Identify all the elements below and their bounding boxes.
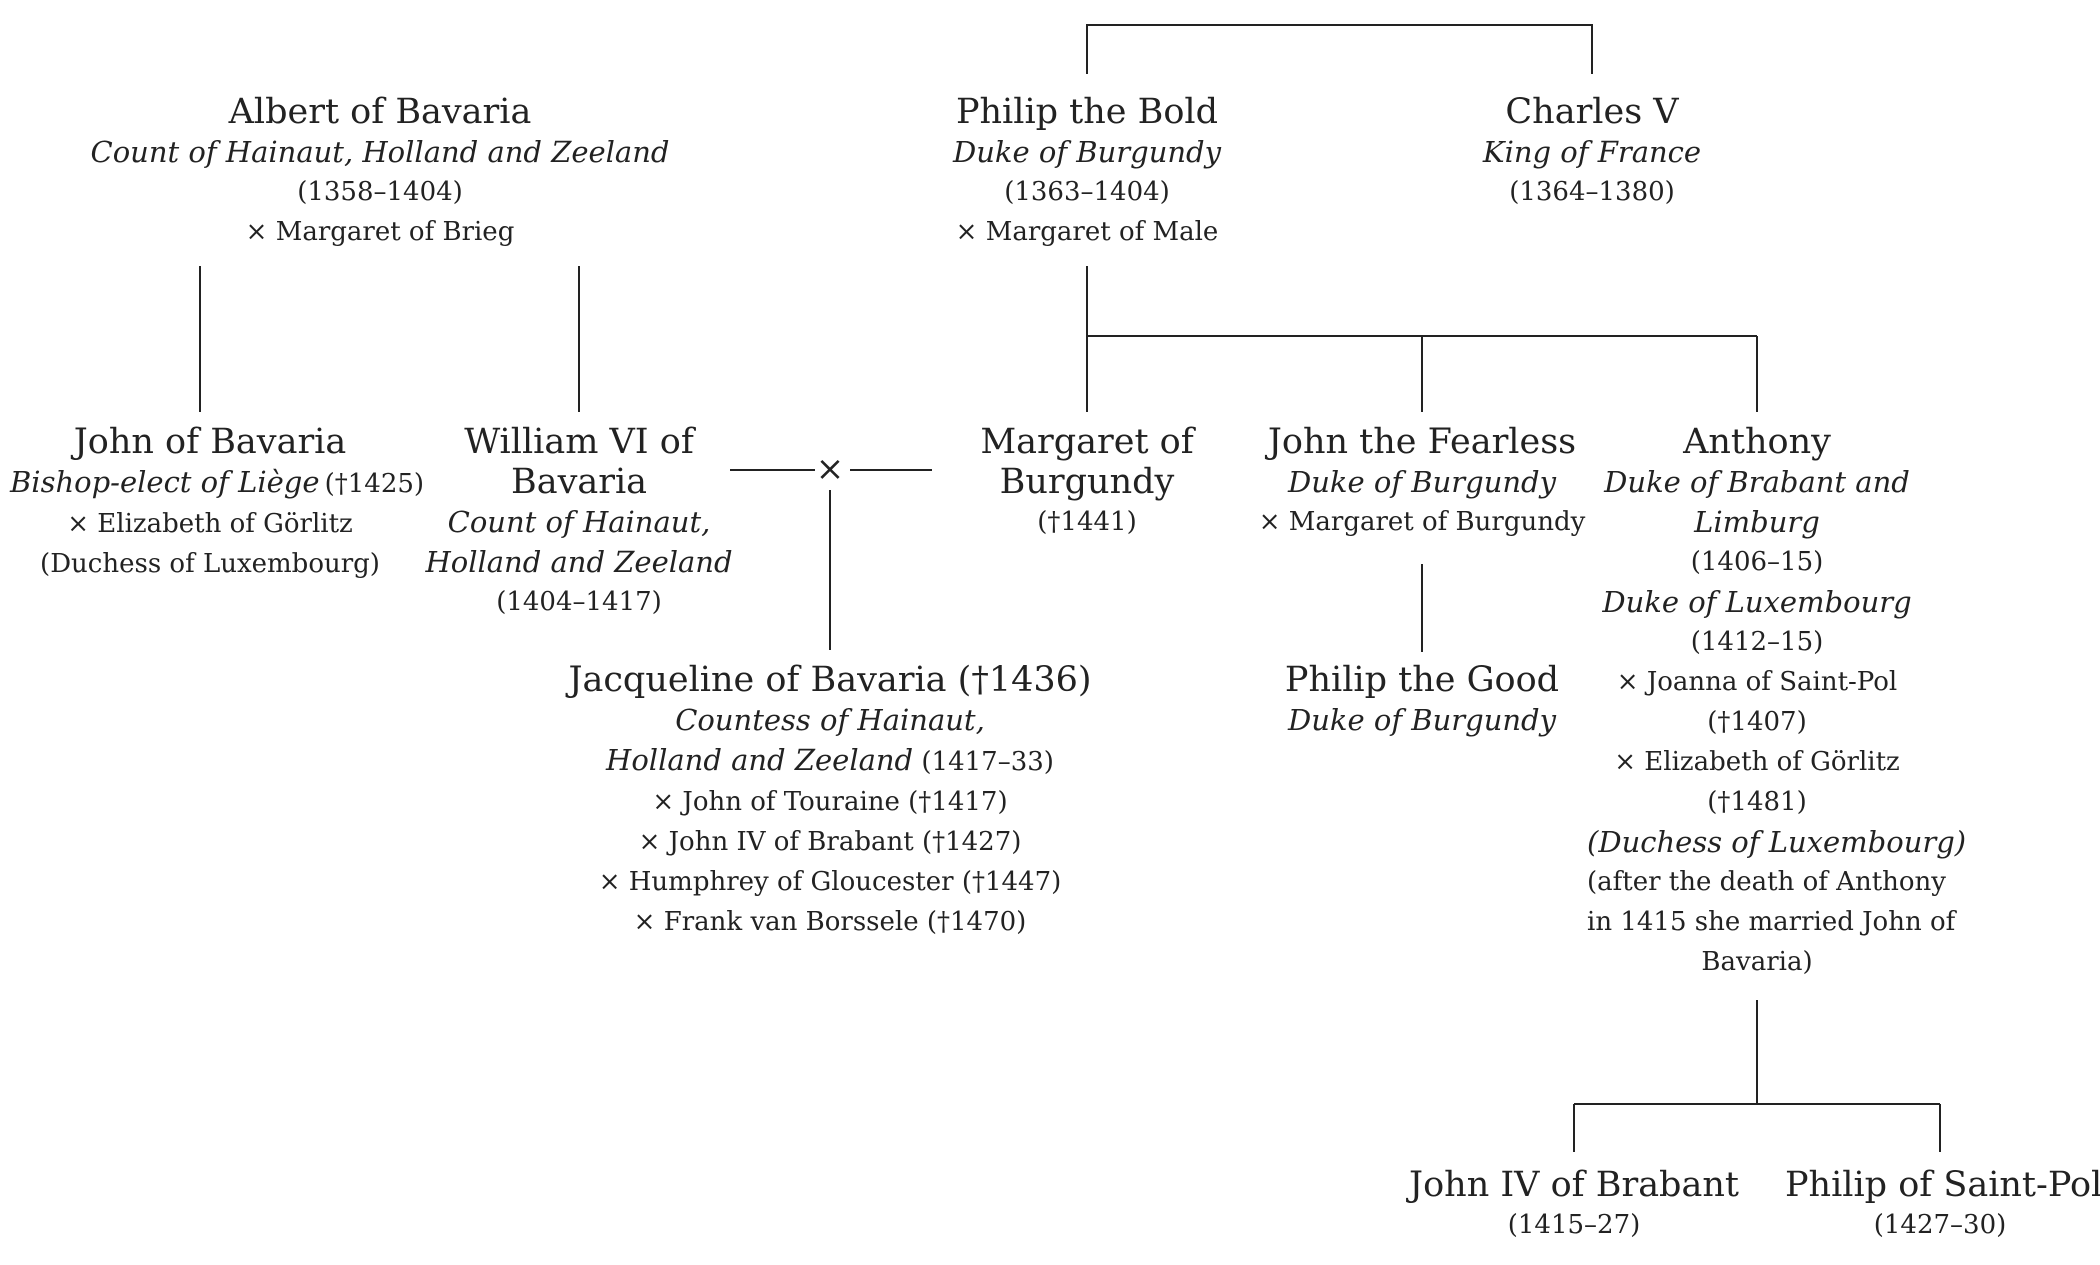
person-spouse: × Elizabeth of Görlitz [67, 509, 353, 539]
person-title: Bishop-elect of Liège [10, 465, 320, 499]
person-john-the-fearless: John the Fearless Duke of Burgundy × Mar… [1252, 422, 1592, 542]
person-spouse: × Margaret of Brieg [245, 217, 515, 247]
person-title: King of France [1482, 135, 1702, 169]
person-margaret-of-burgundy: Margaret of Burgundy (†1441) [947, 422, 1227, 542]
person-title: Duke of Burgundy [952, 135, 1221, 169]
person-note-line3: Bavaria) [1701, 947, 1813, 977]
person-philip-the-bold: Philip the Bold Duke of Burgundy (1363–1… [867, 92, 1307, 252]
person-reign: (1427–30) [1873, 1210, 2007, 1240]
person-name: Albert of Bavaria [228, 92, 532, 132]
person-title-line2: Holland and Zeeland [606, 743, 914, 777]
person-name: Jacqueline of Bavaria (†1436) [568, 660, 1092, 700]
person-title-line2: Limburg [1694, 505, 1820, 539]
person-reign: (1358–1404) [297, 177, 463, 207]
person-name: Charles V [1505, 92, 1679, 132]
person-reign: (1417–33) [913, 747, 1054, 777]
person-john-of-bavaria: John of Bavaria Bishop-elect of Liège (†… [10, 422, 424, 584]
person-spouse-title: (Duchess of Luxembourg) [40, 549, 380, 579]
person-death: (†1441) [1037, 507, 1137, 537]
person-title: Count of Hainaut, Holland and Zeeland [90, 135, 670, 169]
person-title-2: Duke of Luxembourg [1602, 585, 1912, 619]
person-reign: (1404–1417) [496, 587, 662, 617]
person-title-line1: Duke of Brabant and [1604, 465, 1910, 499]
person-title: Duke of Burgundy [1287, 465, 1556, 499]
person-name: Anthony [1683, 422, 1831, 462]
person-spouse-2: × Elizabeth of Görlitz [1614, 747, 1900, 777]
person-title-line: Bishop-elect of Liège (†1425) [10, 462, 424, 504]
person-spouse-4: × Frank van Borssele (†1470) [633, 907, 1027, 937]
person-title: Duke of Burgundy [1287, 703, 1556, 737]
person-title-line1: Count of Hainaut, [447, 505, 711, 539]
person-name: Philip the Bold [955, 92, 1219, 132]
person-jacqueline-of-bavaria: Jacqueline of Bavaria (†1436) Countess o… [560, 660, 1100, 942]
person-name: Philip the Good [1284, 660, 1560, 700]
person-name: John the Fearless [1267, 422, 1577, 462]
person-name: Philip of Saint-Pol [1785, 1165, 2100, 1205]
person-spouse-1: × Joanna of Saint-Pol [1616, 667, 1898, 697]
person-name: John of Bavaria [73, 422, 347, 462]
person-death: (†1425) [324, 469, 425, 499]
person-name-line1: William VI of [464, 422, 694, 462]
person-name: John IV of Brabant [1409, 1165, 1739, 1205]
person-reign: (1415–27) [1507, 1210, 1641, 1240]
person-spouse-2-death: (†1481) [1707, 787, 1807, 817]
person-spouse-2-title: (Duchess of Luxembourg) [1587, 825, 1967, 859]
person-spouse: × Margaret of Male [955, 217, 1219, 247]
person-reign-2: (1412–15) [1690, 627, 1824, 657]
person-title-line1: Countess of Hainaut, [675, 703, 985, 737]
person-spouse-2: × John IV of Brabant (†1427) [638, 827, 1022, 857]
person-reign: (1363–1404) [1004, 177, 1170, 207]
person-note-line1: (after the death of Anthony [1587, 867, 1946, 897]
person-title-line2: Holland and Zeeland [425, 545, 733, 579]
person-reign: (1364–1380) [1509, 177, 1675, 207]
person-philip-of-saint-pol: Philip of Saint-Pol (1427–30) [1785, 1165, 2100, 1245]
person-charles-v: Charles V King of France (1364–1380) [1392, 92, 1792, 212]
person-john-iv-of-brabant: John IV of Brabant (1415–27) [1409, 1165, 1739, 1245]
person-spouse: × Margaret of Burgundy [1258, 507, 1586, 537]
connector-philip-charles [1086, 24, 1593, 74]
person-spouse-1-death: (†1407) [1707, 707, 1807, 737]
marriage-symbol: × [815, 449, 845, 489]
person-name-line2: Bavaria [510, 462, 648, 502]
person-albert-of-bavaria: Albert of Bavaria Count of Hainaut, Holl… [80, 92, 680, 252]
person-spouse-1: × John of Touraine (†1417) [652, 787, 1008, 817]
person-philip-the-good: Philip the Good Duke of Burgundy [1252, 660, 1592, 740]
person-note-line2: in 1415 she married John of [1587, 907, 1956, 937]
person-william-vi-of-bavaria: William VI of Bavaria Count of Hainaut, … [409, 422, 749, 622]
person-name-line1: Margaret of [980, 422, 1194, 462]
person-name-line2: Burgundy [999, 462, 1175, 502]
person-title-line2-row: Holland and Zeeland (1417–33) [560, 740, 1100, 782]
person-spouse-3: × Humphrey of Gloucester (†1447) [598, 867, 1062, 897]
person-reign: (1406–15) [1690, 547, 1824, 577]
person-anthony: Anthony Duke of Brabant and Limburg (140… [1587, 422, 1967, 982]
